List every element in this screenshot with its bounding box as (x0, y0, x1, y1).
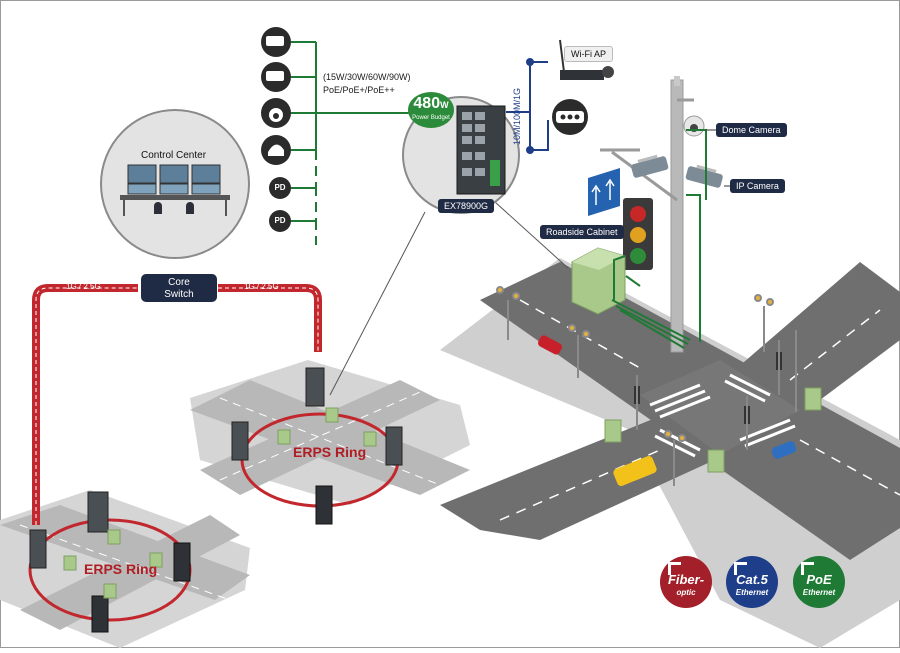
legend-fiber-title: Fiber- (667, 572, 705, 587)
legend-fiber-optic: Fiber- optic (660, 556, 712, 608)
fiber-arrow-icon (668, 562, 681, 575)
wifi-ap-tag: Wi-Fi AP (564, 46, 613, 62)
erps-ring-middle-label: ERPS Ring (293, 444, 367, 460)
middle-intersection (190, 360, 470, 525)
pd-icon-1: PD (269, 177, 291, 199)
legend-poe-subtitle: Ethernet (802, 588, 836, 597)
legend-fiber-subtitle: optic (676, 588, 696, 597)
erps-ring-left-label: ERPS Ring (84, 561, 158, 577)
wifi-ap-graphic (559, 39, 614, 80)
roadside-cabinet-graphic (571, 129, 707, 349)
legend-cat5: Cat.5 Ethernet (726, 556, 778, 608)
power-budget-badge: 480W Power Budget (408, 92, 454, 128)
core-switch-line2: Switch (164, 289, 194, 300)
core-switch-line1: Core (168, 277, 190, 288)
legend-poe: PoE Ethernet (793, 556, 845, 608)
poe-arrow-icon (801, 562, 814, 575)
gateway-graphic (552, 99, 588, 135)
legend-cat5-subtitle: Ethernet (735, 588, 769, 597)
uplink-lines (506, 58, 549, 154)
device-model-tag: EX78900G (438, 199, 495, 213)
uplink-speed: 10M/100M/1G (512, 87, 522, 145)
poe-wattage: (15W/30W/60W/90W) (323, 72, 411, 82)
cat5-arrow-icon (734, 562, 747, 575)
right-link-speed: 1G / 2.5G (244, 282, 279, 291)
main-intersection (440, 258, 900, 648)
device-callout (329, 96, 569, 396)
poe-standards: PoE/PoE+/PoE++ (323, 85, 395, 95)
control-center-label: Control Center (141, 150, 207, 161)
budget-unit: W (440, 100, 449, 110)
ip-camera-tag: IP Camera (730, 179, 785, 193)
pd-icon-2: PD (269, 210, 291, 232)
legend-poe-title: PoE (806, 572, 832, 587)
camera-pole (588, 76, 723, 353)
control-center-graphic (100, 109, 250, 259)
poe-device-icons (261, 27, 420, 245)
budget-label: Power Budget (412, 115, 450, 121)
budget-value: 480 (413, 95, 441, 112)
dome-camera-tag: Dome Camera (716, 123, 787, 137)
legend-cat5-title: Cat.5 (736, 572, 768, 587)
left-link-speed: 1G / 2.5G (66, 282, 101, 291)
roadside-cabinet-tag: Roadside Cabinet (540, 225, 624, 239)
left-intersection (0, 490, 250, 648)
core-switch[interactable]: Core Switch (141, 274, 217, 302)
